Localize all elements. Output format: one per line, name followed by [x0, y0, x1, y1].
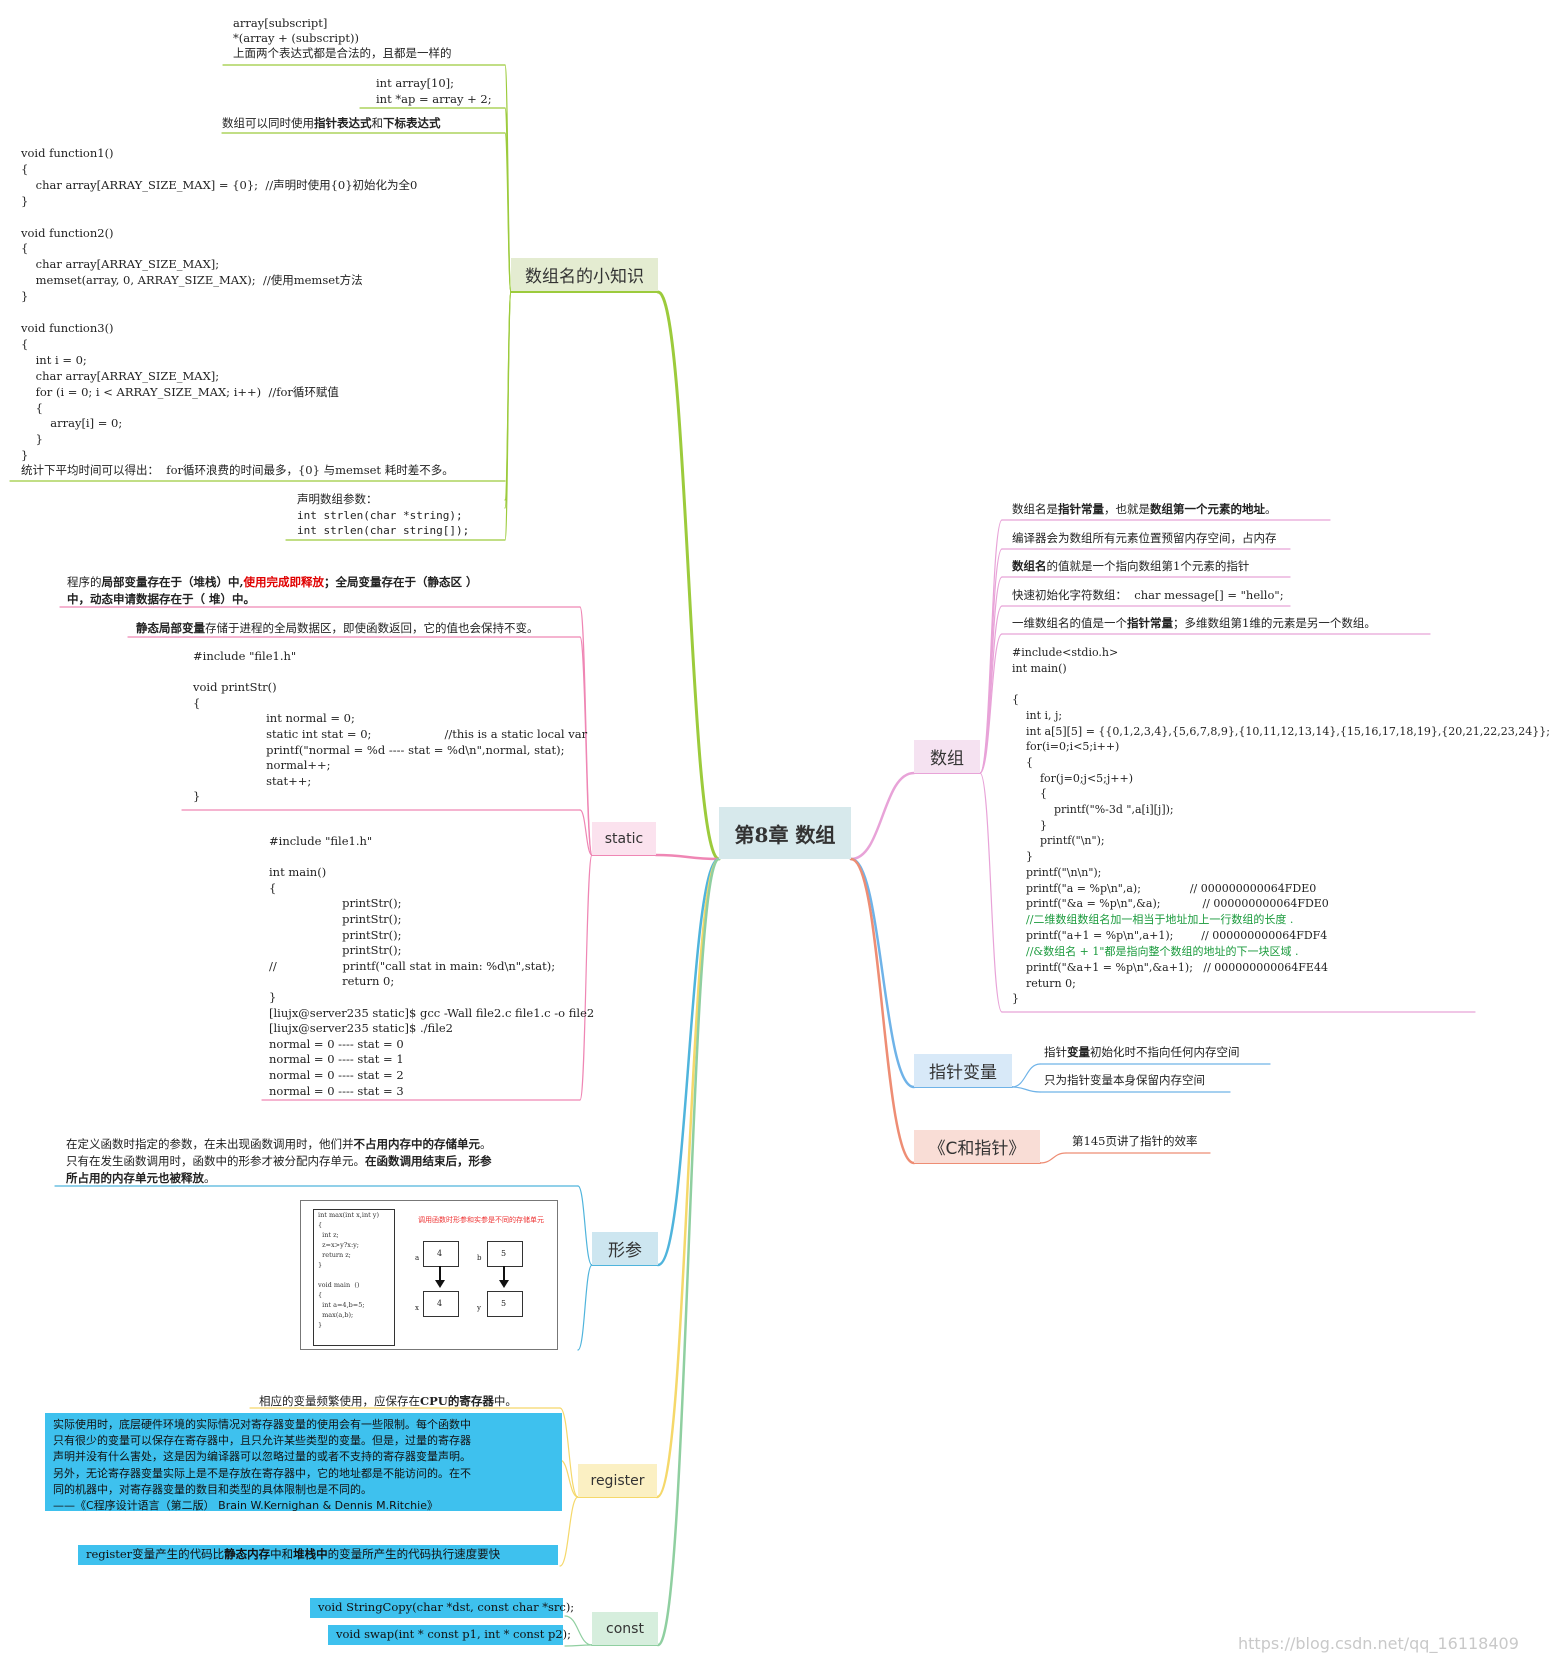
leaf-text: array[subscript]: [233, 16, 328, 30]
thumb-arrow-shaft: [439, 1266, 441, 1280]
code-block-main: #include "file1.h" int main() { printStr…: [269, 834, 595, 1098]
branch-array-name-tips[interactable]: 数组名的小知识: [511, 258, 658, 291]
edge-array-leaf-5: [979, 772, 1003, 1013]
thumb-value: 5: [501, 1299, 507, 1308]
thumb-value: 4: [437, 1249, 443, 1258]
thumb-box-x: [423, 1291, 459, 1317]
leaf-text: 静态局部变量存储于进程的全局数据区，即使函数返回，它的值也会保持不变。: [136, 621, 539, 635]
edge-root-param: [656, 857, 721, 1267]
leaf-text: 中，动态申请数据存在于（ 堆）中。: [67, 592, 256, 606]
edge-pointer-leaf-1: [1011, 1086, 1041, 1093]
edge-const-leaf-0: [564, 1615, 593, 1646]
leaf-text: *(array + (subscript)): [233, 31, 360, 45]
thumb-label-a: a: [415, 1254, 420, 1262]
edge-register-leaf-2: [559, 1496, 579, 1567]
code-comment: //&数组名 + 1"都是指向整个数组的地址的下一块区域 .: [1012, 945, 1299, 958]
thumb-value: 5: [501, 1249, 507, 1258]
leaf-text: 数组名是指针常量，也就是数组第一个元素的地址。: [1012, 502, 1277, 516]
branch-c-and-pointers-book[interactable]: 《C和指针》: [914, 1130, 1040, 1163]
edge-param-image: [577, 1264, 593, 1351]
edge-static-leaf-2: [579, 809, 593, 856]
edge-root-register: [655, 857, 721, 1499]
thumb-title: 调用函数时形参和实参是不同的存储单元: [418, 1216, 544, 1224]
branch-array[interactable]: 数组: [914, 740, 980, 773]
thumb-label-y: y: [477, 1304, 481, 1312]
edge-root-static: [654, 853, 721, 861]
leaf-code: int strlen(char *string);: [297, 509, 463, 522]
edge-name-leaf-2: [504, 132, 512, 293]
thumb-label-x: x: [415, 1304, 419, 1312]
register-quote-block: 实际使用时，底层硬件环境的实际情况对寄存器变量的使用会有一些限制。每个函数中 只…: [45, 1413, 562, 1512]
code-block-printstr: #include "file1.h" void printStr() { int…: [193, 649, 588, 804]
leaf-text: 编译器会为数组所有元素位置预留内存空间，占内存: [1012, 531, 1277, 545]
leaf-text: 只为指针变量本身保留内存空间: [1044, 1073, 1205, 1087]
edge-array-leaf-3: [979, 605, 1003, 774]
branch-const[interactable]: const: [592, 1612, 658, 1645]
edge-array-leaf-2: [979, 576, 1003, 774]
leaf-text: 只有在发生函数调用时，函数中的形参才被分配内存单元。在函数调用结束后，形参: [66, 1154, 492, 1168]
edge-array-leaf-4: [979, 633, 1003, 774]
leaf-text: 统计下平均时间可以得出： for循环浪费的时间最多，{0} 与memset 耗时…: [21, 463, 454, 477]
edge-static-leaf-1: [579, 636, 593, 856]
edge-pointer-leaf-0: [1011, 1063, 1041, 1088]
formal-parameter-image: int max(int x,int y) { int z; z=x>y?x:y;…: [300, 1200, 558, 1350]
edge-static-leaf-3: [579, 854, 593, 1101]
leaf-text: 上面两个表达式都是合法的，且都是一样的: [233, 46, 452, 60]
leaf-code: int strlen(char string[]);: [297, 524, 470, 537]
const-example-swap: void swap(int * const p1, int * const p2…: [328, 1625, 571, 1645]
code-line: printf("&a+1 = %p\n",&a+1); // 000000000…: [1012, 961, 1328, 1006]
edge-root-const: [656, 857, 721, 1647]
thumb-code: int max(int x,int y) { int z; z=x>y?x:y;…: [318, 1211, 380, 1329]
leaf-text: 程序的局部变量存在于（堆栈）中,使用完成即释放；全局变量存在于（静态区 ）: [67, 575, 478, 589]
edge-register-leaf-0: [559, 1407, 579, 1498]
branch-formal-parameter[interactable]: 形参: [592, 1232, 658, 1265]
register-speed-note: register变量产生的代码比静态内存中和堆栈中的变量所产生的代码执行速度要快: [78, 1545, 558, 1565]
leaf-text: 第145页讲了指针的效率: [1072, 1134, 1198, 1148]
edge-param-text: [577, 1185, 593, 1266]
leaf-text: 在定义函数时指定的参数，在未出现函数调用时，他们并不占用内存中的存储单元。: [66, 1137, 492, 1151]
thumb-label-b: b: [477, 1254, 482, 1262]
thumb-code-frame: [313, 1209, 395, 1346]
leaf-text: 数组名的值就是一个指向数组第1个元素的指针: [1012, 559, 1250, 573]
code-comment: //二维数组数组名加一相当于地址加上一行数组的长度 .: [1012, 913, 1294, 926]
mind-map-connectors: [9, 64, 1476, 1647]
thumb-box-y: [487, 1291, 523, 1317]
leaf-text: int *ap = array + 2;: [376, 92, 492, 106]
root-node[interactable]: 第8章 数组: [719, 807, 851, 859]
leaf-text: 指针变量初始化时不指向任何内存空间: [1044, 1045, 1240, 1059]
edge-book-leaf: [1039, 1152, 1067, 1164]
edge-root-pointer: [849, 857, 916, 1089]
const-example-stringcopy: void StringCopy(char *dst, const char *s…: [310, 1598, 574, 1618]
thumb-value: 4: [437, 1299, 443, 1308]
edge-root-name: [656, 290, 721, 861]
branch-static[interactable]: static: [592, 822, 656, 855]
branch-register[interactable]: register: [578, 1464, 657, 1497]
mind-map-canvas: 第8章 数组 数组名的小知识 static 形参 register const …: [9, 16, 1550, 1653]
edge-register-leaf-1: [559, 1459, 579, 1498]
thumb-arrow-down-icon: [499, 1280, 509, 1288]
edge-name-leaf-5: [504, 291, 512, 541]
thumb-arrow-down-icon: [435, 1280, 445, 1288]
leaf-text: 数组可以同时使用指针表达式和下标表达式: [222, 116, 441, 130]
leaf-text: 相应的变量频繁使用，应保存在CPU的寄存器中。: [259, 1394, 517, 1408]
leaf-text: 快速初始化字符数组： char message[] = "hello";: [1012, 588, 1284, 602]
leaf-text: 一维数组名的值是一个指针常量；多维数组第1维的元素是另一个数组。: [1012, 616, 1376, 630]
code-line: printf("a+1 = %p\n",a+1); // 00000000006…: [1012, 929, 1328, 942]
leaf-text: 声明数组参数：: [297, 492, 378, 506]
leaf-text: int array[10];: [376, 76, 455, 90]
thumb-box-b: [487, 1241, 523, 1267]
edge-root-book: [849, 857, 916, 1165]
branch-pointer-variable[interactable]: 指针变量: [914, 1054, 1012, 1087]
leaf-text: 所占用的内存单元也被释放。: [66, 1171, 216, 1185]
code-block-memset: void function1() { char array[ARRAY_SIZE…: [21, 146, 418, 463]
code-block-2d-array: #include<stdio.h> int main() { int i, j;…: [1012, 646, 1550, 911]
thumb-box-a: [423, 1241, 459, 1267]
thumb-arrow-shaft: [503, 1266, 505, 1280]
edge-root-array: [849, 771, 916, 861]
edge-const-leaf-1: [564, 1644, 593, 1647]
watermark: https://blog.csdn.net/qq_16118409: [1238, 1634, 1519, 1653]
